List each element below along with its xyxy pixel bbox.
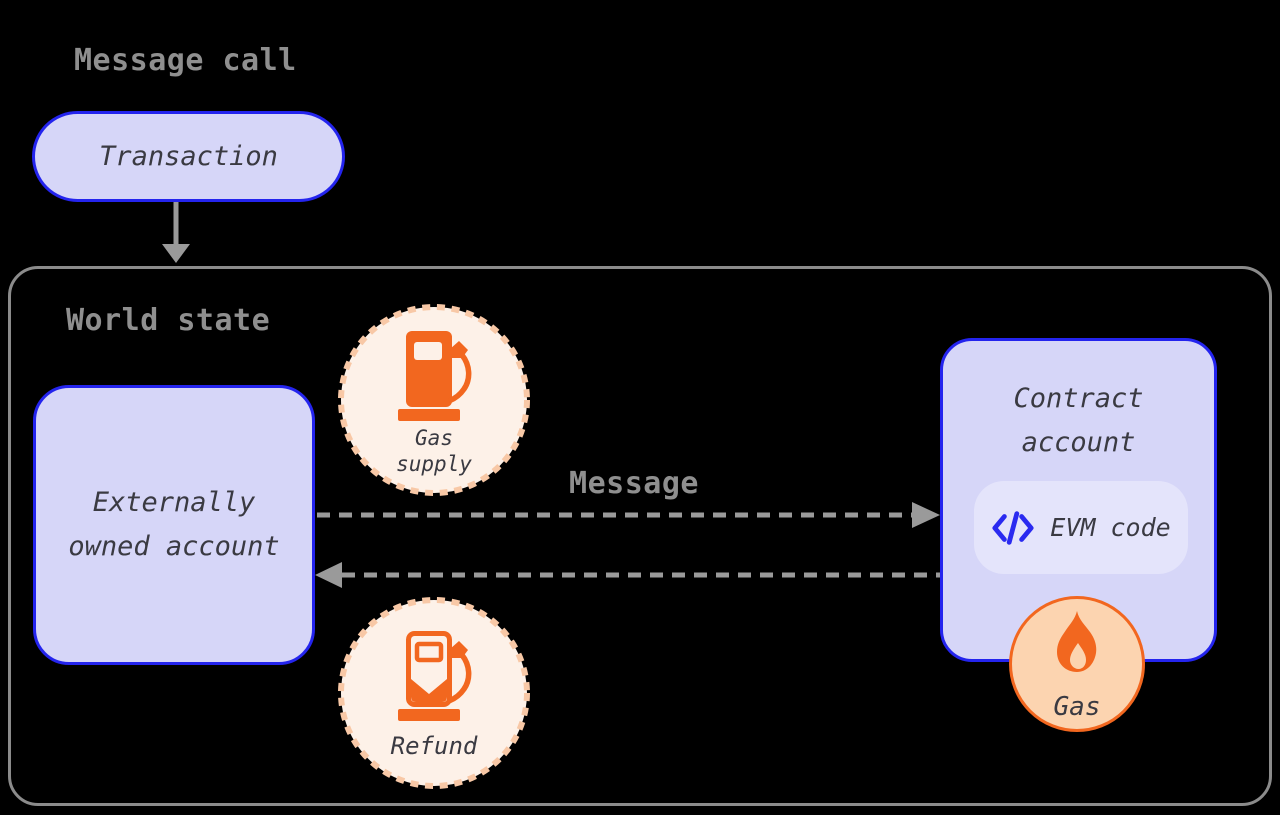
gas-pump-outline-icon <box>398 631 472 721</box>
world-state-label: World state <box>66 303 271 338</box>
gas-badge: Gas <box>1009 596 1145 732</box>
eoa-label-line2: owned account <box>68 531 280 562</box>
eoa-label-line1: Externally <box>92 487 256 518</box>
diagram-title: Message call <box>74 43 297 78</box>
transaction-node: Transaction <box>32 111 345 202</box>
arrow-down-icon <box>162 202 190 263</box>
evm-code-label: EVM code <box>1050 513 1171 542</box>
flame-icon <box>1057 611 1097 672</box>
refund-badge: Refund <box>336 595 532 791</box>
code-icon <box>992 510 1034 545</box>
gas-pump-icon <box>398 331 472 421</box>
gas-supply-label: Gas supply <box>396 426 472 476</box>
contract-account-label: Contract account <box>1013 383 1144 458</box>
externally-owned-account-node: Externally owned account <box>33 385 315 665</box>
refund-label: Refund <box>390 732 478 760</box>
message-label: Message <box>569 466 699 501</box>
gas-label: Gas <box>1053 692 1101 722</box>
transaction-label: Transaction <box>99 141 278 172</box>
message-arrow-right <box>317 502 940 528</box>
gas-supply-badge: Gas supply <box>336 302 532 498</box>
contract-account-node: Contract account EVM code <box>940 338 1217 662</box>
message-arrow-left <box>315 562 940 588</box>
evm-code-pill: EVM code <box>974 481 1188 574</box>
world-state-container <box>8 266 1272 806</box>
